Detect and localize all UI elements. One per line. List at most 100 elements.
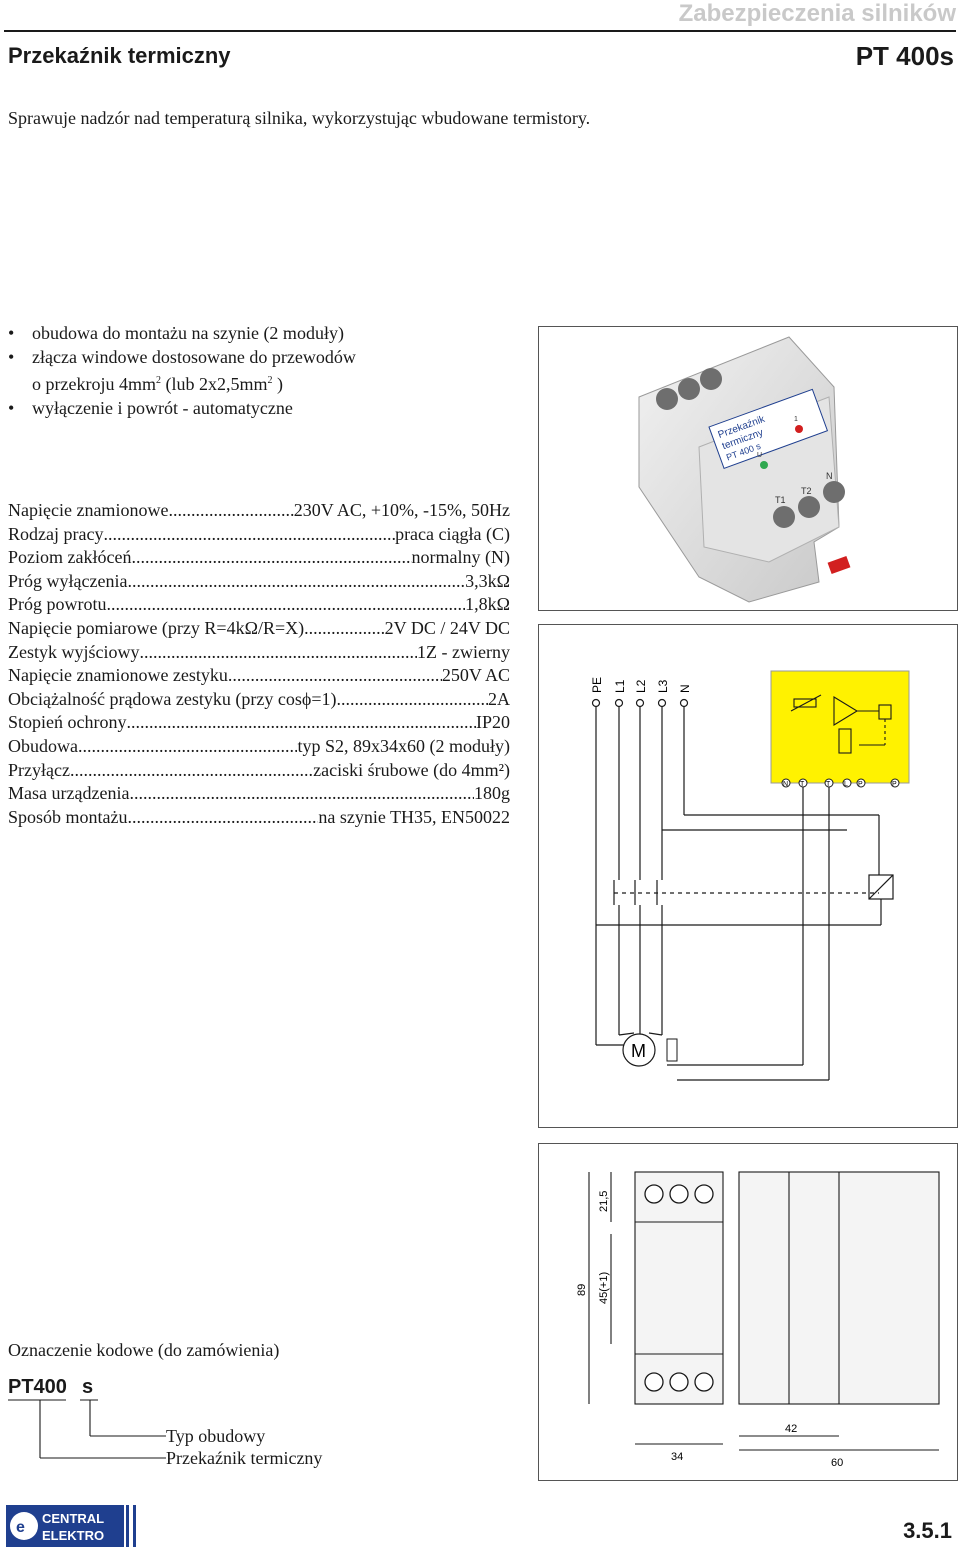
feature-item: • obudowa do montażu na szynie (2 moduły… bbox=[8, 322, 356, 346]
motor-label: M bbox=[631, 1041, 646, 1061]
terminal-screw bbox=[644, 1372, 664, 1392]
terminal-screw bbox=[694, 1184, 714, 1204]
terminal-label: N bbox=[826, 471, 833, 481]
page-number: 3.5.1 bbox=[903, 1518, 952, 1543]
feature-text: złącza windowe dostosowane do przewodów bbox=[32, 346, 356, 367]
wiring-diagram: PE L1 L2 L3 N bbox=[590, 670, 910, 1081]
spec-value: normalny (N) bbox=[411, 547, 510, 568]
page-title: Przekaźnik termiczny bbox=[8, 43, 231, 68]
feature-item: • złącza windowe dostosowane do przewodó… bbox=[8, 346, 356, 397]
spec-row: Próg wyłączenia 3,3kΩ bbox=[8, 570, 510, 594]
spec-label: Próg powrotu bbox=[8, 594, 107, 615]
module-terminal bbox=[824, 778, 834, 788]
line-label: N bbox=[678, 684, 692, 693]
spec-value: 3,3kΩ bbox=[465, 570, 510, 591]
line-label: L3 bbox=[656, 679, 670, 693]
spec-value: 2A bbox=[488, 688, 510, 709]
header-divider bbox=[4, 30, 956, 32]
spec-label: Próg wyłączenia bbox=[8, 570, 128, 591]
spec-row: Obciążalność prądowa zestyku (przy cosϕ=… bbox=[8, 688, 510, 712]
terminal-label: P bbox=[892, 781, 897, 788]
terminal-screw bbox=[798, 496, 820, 518]
superscript: 2 bbox=[155, 375, 161, 386]
terminal-screw bbox=[669, 1372, 689, 1392]
device-photo-panel: Przekaźnik termiczny PT 400 s U 1 T1 T2 … bbox=[538, 326, 958, 611]
spec-list: Napięcie znamionowe230V AC, +10%, -15%, … bbox=[8, 499, 510, 829]
dim-width-front: 34 bbox=[671, 1451, 683, 1463]
ordering-code: PT400 bbox=[8, 1376, 67, 1398]
spec-label: Sposób montażu bbox=[8, 806, 128, 827]
spec-value: 180g bbox=[474, 783, 510, 804]
motor-feed bbox=[618, 1032, 635, 1036]
ordering-connectors bbox=[8, 1399, 166, 1459]
spec-label: Obciążalność prądowa zestyku (przy cosϕ=… bbox=[8, 688, 337, 709]
dim-depth-a: 42 bbox=[785, 1423, 797, 1435]
intro-text: Sprawuje nadzór nad temperaturą silnika,… bbox=[8, 108, 591, 128]
line-label: PE bbox=[590, 677, 604, 693]
spec-value: 1Z - zwierny bbox=[417, 641, 510, 662]
module-terminal bbox=[798, 778, 808, 788]
ordering-label-name: Przekaźnik termiczny bbox=[166, 1448, 323, 1468]
dimensions-panel: 89 45(+1) 21,5 34 42 60 bbox=[538, 1143, 958, 1481]
spec-value: praca ciągła (C) bbox=[395, 523, 510, 544]
terminal-label: L bbox=[844, 781, 848, 788]
ordering-label-type: Typ obudowy bbox=[166, 1426, 266, 1446]
module-terminal bbox=[781, 778, 791, 788]
bullet-mark: • bbox=[8, 323, 15, 343]
terminal-label: N bbox=[783, 781, 788, 788]
terminal-screw bbox=[773, 506, 795, 528]
model-number: PT 400s bbox=[855, 41, 954, 71]
device-photo: Przekaźnik termiczny PT 400 s U 1 T1 T2 … bbox=[638, 336, 851, 603]
terminal-screw bbox=[669, 1184, 689, 1204]
feature-list: • obudowa do montażu na szynie (2 moduły… bbox=[8, 322, 356, 420]
spec-label: Obudowa bbox=[8, 735, 78, 756]
spec-value: na szynie TH35, EN50022 bbox=[318, 806, 510, 827]
supply-node bbox=[614, 698, 624, 708]
spec-value: 1,8kΩ bbox=[465, 594, 510, 615]
spec-label: Masa urządzenia bbox=[8, 783, 130, 804]
fault-led bbox=[795, 425, 803, 433]
spec-row: Przyłączzaciski śrubowe (do 4mm²) bbox=[8, 759, 510, 783]
spec-row: Masa urządzenia 180g bbox=[8, 782, 510, 806]
feature-item: • wyłączenie i powrót - automatyczne bbox=[8, 397, 356, 421]
spec-label: Stopień ochrony bbox=[8, 712, 127, 733]
terminal-screw bbox=[678, 378, 700, 400]
feature-text: obudowa do montażu na szynie (2 moduły) bbox=[32, 323, 344, 343]
terminal-screw bbox=[644, 1184, 664, 1204]
spec-label: Zestyk wyjściowy bbox=[8, 641, 140, 662]
spec-row: Napięcie znamionowe zestyku250V AC bbox=[8, 664, 510, 688]
potentiometer-symbol bbox=[793, 698, 817, 708]
spec-row: Napięcie pomiarowe (przy R=4kΩ/R=X)2V DC… bbox=[8, 617, 510, 641]
dim-depth-b: 60 bbox=[831, 1457, 843, 1469]
terminal-screw bbox=[700, 368, 722, 390]
logo-stripes bbox=[126, 1505, 136, 1547]
contactor-coil bbox=[868, 874, 894, 900]
dim-top-offset: 21,5 bbox=[598, 1191, 610, 1212]
spec-label: Napięcie znamionowe bbox=[8, 500, 169, 520]
spec-value: 250V AC bbox=[441, 665, 510, 686]
terminal-label: T1 bbox=[775, 495, 786, 505]
front-view bbox=[634, 1171, 724, 1405]
spec-value: zaciski śrubowe (do 4mm²) bbox=[313, 759, 510, 780]
cross-section-text: ) bbox=[272, 374, 283, 394]
central-elektro-logo: e CENTRAL ELEKTRO bbox=[6, 1505, 124, 1547]
line-label: L1 bbox=[613, 679, 627, 693]
supply-node bbox=[679, 698, 689, 708]
spec-row: Poziom zakłóceńnormalny (N) bbox=[8, 546, 510, 570]
terminal-label: T bbox=[800, 781, 805, 788]
motor-symbol bbox=[622, 1033, 656, 1067]
cross-section-text: (lub 2x2,5mm bbox=[160, 374, 268, 394]
module-terminal bbox=[856, 778, 866, 788]
logo-letter: e bbox=[16, 1519, 25, 1536]
motor-feed bbox=[648, 1032, 663, 1036]
led-label: U bbox=[757, 452, 762, 459]
dimension-drawing: 89 45(+1) 21,5 34 42 60 bbox=[576, 1171, 940, 1469]
terminal-label: T bbox=[826, 781, 831, 788]
bullet-mark: • bbox=[8, 346, 15, 367]
relay-module bbox=[770, 670, 910, 784]
module-terminal bbox=[890, 778, 900, 788]
category-title: Zabezpieczenia silników bbox=[678, 0, 956, 27]
top-terminal-label: 1 bbox=[794, 416, 798, 423]
feature-text: wyłączenie i powrót - automatyczne bbox=[32, 397, 293, 418]
status-led bbox=[760, 461, 768, 469]
